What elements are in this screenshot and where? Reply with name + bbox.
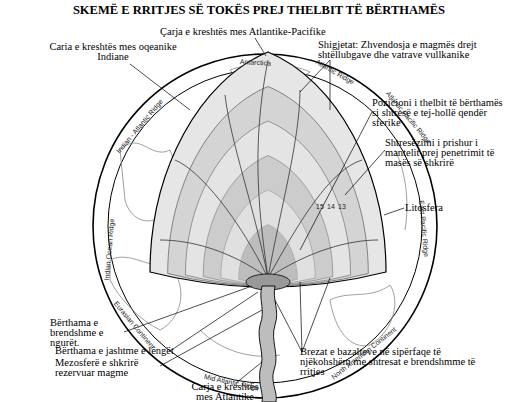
cutaway-mantle <box>150 52 386 287</box>
callout-label: Litosfera <box>405 203 465 213</box>
callout-label: Mezosferë e shkrirë rezervuar magme <box>55 358 165 378</box>
magma-conduit <box>259 286 277 402</box>
callout-label: Shigjetat: Zhvendosja e magmës drejt sht… <box>318 40 503 60</box>
map-label: 15 <box>316 203 324 210</box>
callout-label: Çarja e kreshtës mes Atlantike-Pacifike <box>160 27 360 37</box>
callout-label: Brezat e bazalteve në sipërfaqe të njëko… <box>300 347 485 377</box>
leader-lines <box>124 38 404 383</box>
magma-arrows <box>160 60 378 278</box>
callout-label: Bërthama e jashtme e lëngët <box>55 346 185 356</box>
callout-label: Caria e kreshtës mes oqeanike Indiane <box>48 42 178 62</box>
callout-label: Shtresëzimi i prishur i mantelit prej pe… <box>385 138 505 168</box>
map-label: 13 <box>338 203 346 210</box>
mantle-layers <box>168 86 369 286</box>
map-label: 14 <box>327 203 335 210</box>
callout-label: Bërthama e brendshme e ngurët. <box>50 318 130 348</box>
diagram-title: SKEMË E RRITJES SË TOKËS PREJ THELBIT TË… <box>0 3 518 18</box>
